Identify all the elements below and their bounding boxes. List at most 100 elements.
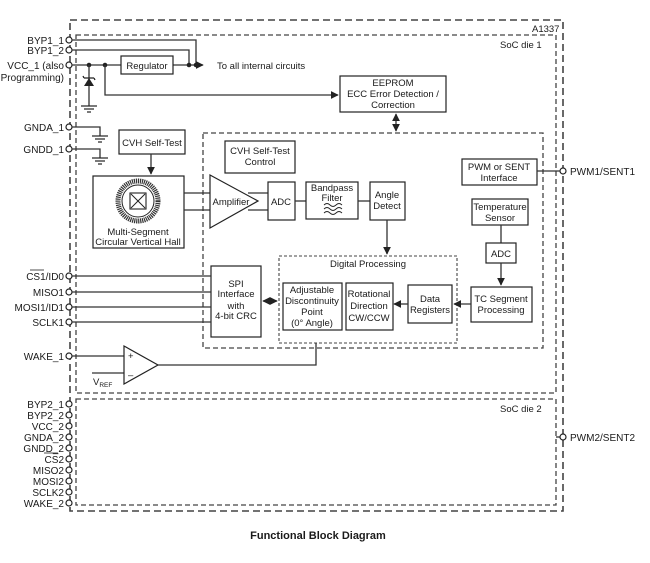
- ground-icon: [92, 157, 108, 165]
- vref-label: VREF: [93, 377, 112, 389]
- die1-outline: [75, 34, 557, 394]
- pin-circle: [559, 167, 567, 175]
- signal-chain-region: [202, 132, 544, 349]
- comparator-minus: –: [128, 370, 134, 381]
- eeprom-label-3: Correction: [371, 100, 415, 111]
- pin-circle: [65, 352, 73, 360]
- amplifier-block: Amplifier: [209, 173, 260, 230]
- adj-disc-label-3: Point: [301, 307, 323, 318]
- pin-circle: [559, 433, 567, 441]
- figure-title: Functional Block Diagram: [250, 530, 386, 542]
- pwm-sent-label-2: Interface: [481, 173, 518, 184]
- adc-2-block: ADC: [485, 242, 517, 264]
- pin-vcc1: VCC_1 (also Programming): [1, 61, 73, 84]
- pin-gndd2: GNDD_2: [23, 444, 73, 455]
- adj-disc-label-4: (0° Angle): [291, 318, 333, 329]
- pin-mosi1-id1: MOSI1/ID1: [15, 303, 73, 314]
- pin-mosi2: MOSI2: [33, 477, 73, 488]
- pin-label: GNDD_1: [23, 145, 64, 156]
- cvh-self-test-block: CVH Self-Test: [118, 129, 186, 155]
- spi-label-4: 4-bit CRC: [215, 311, 257, 322]
- pin-pwm2-sent2: PWM2/SENT2: [556, 433, 635, 444]
- digital-processing-region: [278, 255, 458, 344]
- pin-label: CS2: [45, 455, 65, 466]
- bandpass-filter-block: Bandpass Filter: [305, 181, 359, 220]
- pin-circle: [65, 46, 73, 54]
- pin-label: VCC_2: [32, 422, 65, 433]
- rotational-direction-block: Rotational Direction CW/CCW: [345, 282, 394, 331]
- wire-gnda1: [72, 126, 101, 136]
- ground-icon: [92, 135, 108, 143]
- pin-byp2-2: BYP2_2: [27, 411, 73, 422]
- wire-byp1-1: [72, 39, 197, 65]
- pin-circle: [65, 466, 73, 474]
- wire-vcc-to-eeprom: [104, 65, 339, 99]
- adjustable-discontinuity-block: Adjustable Discontinuity Point (0° Angle…: [282, 282, 343, 331]
- pin-miso1: MISO1: [33, 288, 73, 299]
- spi-interface-block: SPI Interface with 4-bit CRC: [210, 265, 262, 338]
- comparator-plus: +: [128, 351, 134, 362]
- adj-disc-label: Adjustable: [290, 285, 334, 296]
- die2-pins: BYP2_1 BYP2_2 VCC_2 GNDA_2 GNDD_2 CS2 MI…: [23, 400, 73, 510]
- cvh-label-2: Circular Vertical Hall: [95, 237, 181, 248]
- temperature-sensor-block: Temperature Sensor: [471, 198, 529, 226]
- pwm-sent-interface-block: PWM or SENT Interface: [461, 158, 538, 186]
- pin-label: CS1/ID0: [26, 272, 64, 283]
- pin-sclk2: SCLK2: [32, 488, 73, 499]
- wire-gndd1: [72, 148, 101, 158]
- spi-label: SPI: [228, 279, 243, 290]
- pin-circle: [65, 477, 73, 485]
- pin-circle: [65, 411, 73, 419]
- pin-label: SCLK2: [32, 488, 64, 499]
- amplifier-label: Amplifier: [213, 197, 250, 208]
- regulator-label: Regulator: [126, 61, 167, 72]
- wake-comparator: + –: [123, 344, 160, 386]
- to-internal-label: To all internal circuits: [217, 61, 305, 72]
- pin-label: PWM2/SENT2: [570, 433, 635, 444]
- pin-cs1-id0: CS1/ID0: [26, 269, 73, 283]
- data-registers-label-2: Registers: [410, 305, 450, 316]
- tc-segment-label-2: Processing: [478, 305, 525, 316]
- rot-dir-label-3: CW/CCW: [348, 313, 389, 324]
- temp-sensor-label: Temperature: [473, 202, 526, 213]
- eeprom-block: EEPROM ECC Error Detection / Correction: [339, 75, 447, 113]
- pin-circle: [65, 444, 73, 452]
- wave-icon: [323, 203, 343, 215]
- pin-label-2: Programming): [1, 73, 64, 84]
- tc-segment-processing-block: TC Segment Processing: [470, 286, 533, 323]
- pin-label: GNDA_2: [24, 433, 64, 444]
- pin-label: BYP1_1: [27, 36, 64, 47]
- cvh-self-test-control-block: CVH Self-Test Control: [224, 140, 296, 174]
- pin-circle: [65, 123, 73, 131]
- pin-label: SCLK1: [32, 318, 64, 329]
- pin-circle: [65, 400, 73, 408]
- pin-circle: [65, 272, 73, 280]
- adc-2-label: ADC: [491, 249, 511, 260]
- data-registers-block: Data Registers: [407, 284, 453, 324]
- rot-dir-label-2: Direction: [350, 301, 388, 312]
- pin-label: PWM1/SENT1: [570, 167, 635, 178]
- pin-label: BYP2_1: [27, 400, 64, 411]
- cvh-self-test-label: CVH Self-Test: [122, 138, 182, 149]
- pin-byp2-1: BYP2_1: [27, 400, 73, 411]
- pin-label: BYP2_2: [27, 411, 64, 422]
- angle-detect-block: Angle Detect: [369, 181, 406, 221]
- pin-circle: [65, 303, 73, 311]
- pin-circle: [65, 318, 73, 326]
- hall-ring-icon: [115, 178, 161, 224]
- pin-wake2: WAKE_2: [24, 499, 73, 510]
- wire-comparator-to-dp: [158, 343, 317, 366]
- pin-gnda1: GNDA_1: [24, 123, 73, 134]
- bpf-label: Bandpass: [311, 183, 354, 194]
- pin-circle: [65, 455, 73, 463]
- pin-pwm1-sent1: PWM1/SENT1: [559, 167, 635, 178]
- eeprom-label: EEPROM: [372, 78, 413, 89]
- x-line: [130, 193, 146, 209]
- temp-sensor-label-2: Sensor: [485, 213, 515, 224]
- pin-label: MISO1: [33, 288, 65, 299]
- pin-label: MISO2: [33, 466, 65, 477]
- cvh-sensor-block: Multi-Segment Circular Vertical Hall: [92, 175, 185, 249]
- die2-label: SoC die 2: [500, 404, 542, 415]
- pin-label: BYP1_2: [27, 46, 64, 57]
